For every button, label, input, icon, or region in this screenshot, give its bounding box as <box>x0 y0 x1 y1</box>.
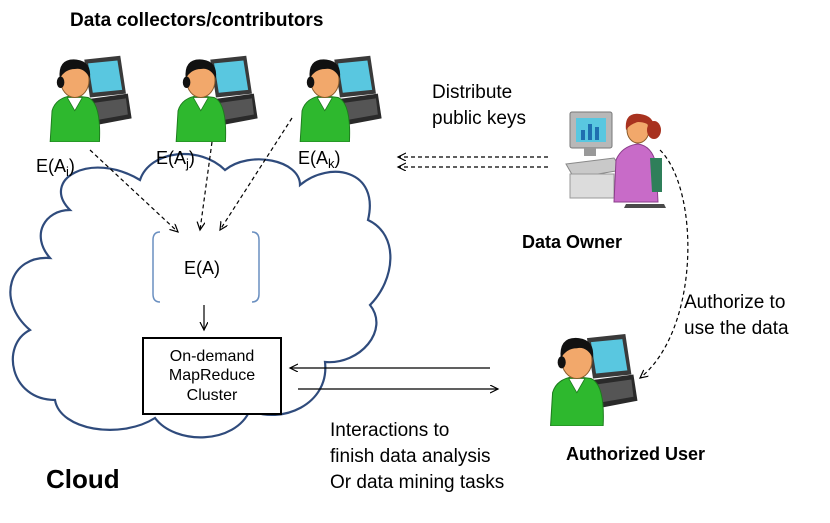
collector-label-main: E(A <box>156 148 187 168</box>
arrow-authorize <box>640 149 689 378</box>
authorize-line-1: Authorize to <box>684 292 786 313</box>
arrow-collector-i <box>89 149 178 232</box>
collectors-title: Data collectors/contributors <box>70 10 324 31</box>
aggregate-bracket-right <box>251 231 260 303</box>
interaction-line-3: Or data mining tasks <box>330 472 505 494</box>
collector-label-j: E(Aj) <box>156 148 195 172</box>
collector-label-i: E(Ai) <box>36 156 75 180</box>
authorized-user-icon <box>550 333 638 426</box>
arrow-collector-j <box>200 141 213 230</box>
interaction-line-2: finish data analysis <box>330 446 491 468</box>
arrow-collector-k <box>220 117 293 230</box>
collector-label-sub: k <box>328 156 335 171</box>
distribute-keys-label: Distribute public keys <box>432 80 526 131</box>
distribute-line-1: Distribute <box>432 82 513 103</box>
aggregate-bracket-left <box>152 231 161 303</box>
collector-label-main: E(A <box>298 148 329 168</box>
authorized-user-label: Authorized User <box>566 444 706 464</box>
collector-label-sub: j <box>186 156 189 171</box>
cloud-label: Cloud <box>46 464 120 494</box>
mapreduce-cluster-box: On-demand MapReduce Cluster <box>142 337 282 415</box>
collector-icon <box>49 55 132 142</box>
collector-label-main: E(A <box>36 156 67 176</box>
authorize-label: Authorize to use the data <box>684 290 789 341</box>
interactions-label: Interactions to finish data analysis Or … <box>330 418 504 497</box>
collector-label-end: ) <box>188 148 195 168</box>
interaction-line-1: Interactions to <box>330 420 450 441</box>
collector-label-end: ) <box>68 156 75 176</box>
aggregate-label: E(A) <box>184 258 220 278</box>
distribute-line-2: public keys <box>432 107 526 129</box>
collector-icon <box>175 55 258 142</box>
cluster-line-2: MapReduce <box>168 367 256 385</box>
collector-icon <box>299 55 382 142</box>
cluster-line-3: Cluster <box>186 386 238 404</box>
collector-label-k: E(Ak) <box>298 148 341 172</box>
data-owner-icon <box>565 111 666 208</box>
cloud-shape <box>9 152 392 439</box>
collector-label-end: ) <box>334 148 341 168</box>
cluster-line-1: On-demand <box>169 348 255 366</box>
collector-label-sub: i <box>66 164 69 179</box>
data-owner-label: Data Owner <box>522 232 623 252</box>
authorize-line-2: use the data <box>684 317 789 339</box>
